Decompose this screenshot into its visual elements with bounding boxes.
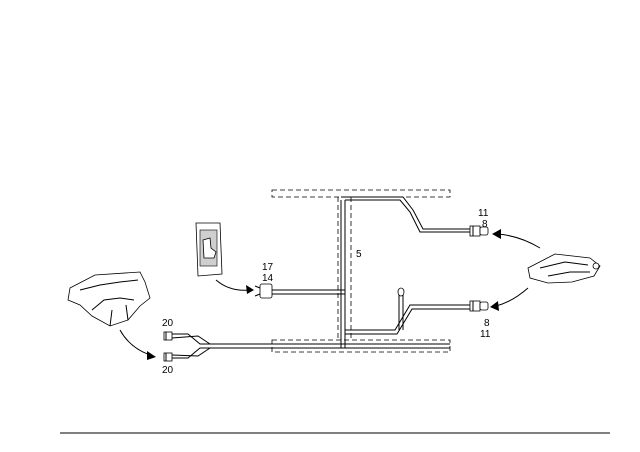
callout-left-bottom: 20 <box>162 365 174 376</box>
seat-bracket-right <box>527 253 601 284</box>
callout-lower-right-bottom: 11 <box>480 329 491 340</box>
arrows <box>119 229 541 360</box>
callout-lower-right-top: 8 <box>484 318 490 329</box>
main-harness <box>215 196 470 349</box>
seat-bracket-left <box>67 271 151 327</box>
callout-upper-right-bottom: 8 <box>482 219 488 230</box>
callout-switch-top: 17 <box>262 262 274 273</box>
seat-frame-upper-outline <box>271 189 451 340</box>
callout-upper-right-top: 11 <box>478 208 489 219</box>
callout-left-top: 20 <box>162 318 174 329</box>
connector-20-bottom <box>163 352 173 362</box>
left-branch <box>171 333 215 359</box>
harness-segment-marks <box>440 228 470 306</box>
seat-frame-lower-outline <box>271 339 451 353</box>
connector-20-top <box>163 331 173 341</box>
callout-harness: 5 <box>356 249 362 260</box>
connector-upper-right <box>469 225 489 237</box>
seat-switch-panel <box>195 222 223 277</box>
switch-connector <box>254 283 273 299</box>
connector-lower-right <box>469 300 489 312</box>
callout-switch-bottom: 14 <box>262 273 274 284</box>
